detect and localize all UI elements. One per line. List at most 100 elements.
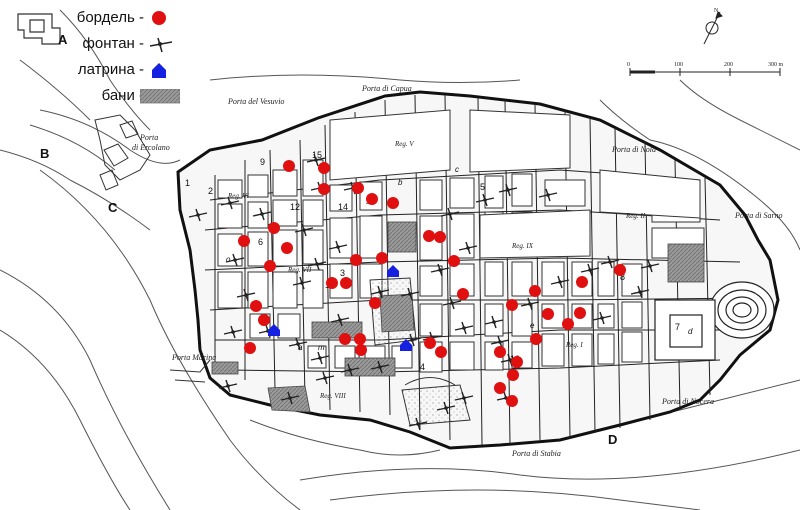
fountain-icon bbox=[550, 275, 570, 289]
fountain-icon bbox=[340, 363, 360, 377]
fountain-icon bbox=[294, 223, 314, 237]
red-dot-icon bbox=[529, 285, 541, 297]
compass-north-label: N bbox=[714, 8, 719, 14]
fountain-markers bbox=[188, 153, 660, 431]
fountain-icon bbox=[520, 297, 540, 311]
region-label-ix: Reg. IX bbox=[511, 242, 534, 250]
insula-number: 14 bbox=[338, 202, 348, 212]
area-letter-d: D bbox=[608, 432, 617, 447]
region-label-viii: Reg. VIII bbox=[319, 392, 346, 400]
baths-areas bbox=[211, 221, 705, 413]
red-dot-icon bbox=[326, 277, 338, 289]
red-dot-icon bbox=[244, 342, 256, 354]
fountain-icon bbox=[370, 360, 390, 374]
red-dot-icon bbox=[448, 255, 460, 267]
red-dot-icon bbox=[494, 382, 506, 394]
fountain-icon bbox=[149, 37, 173, 53]
gate-label-vesuvio: Porta del Vesuvio bbox=[227, 97, 284, 106]
blue-house-icon bbox=[268, 324, 280, 336]
scale-tick-100: 100 bbox=[674, 62, 683, 68]
insula-letter: d bbox=[688, 327, 693, 336]
red-dot-icon bbox=[152, 11, 166, 25]
red-dot-icon bbox=[576, 276, 588, 288]
fountain-icon bbox=[306, 153, 326, 167]
open-region-areas bbox=[329, 109, 701, 259]
red-dot-icon bbox=[268, 222, 280, 234]
fountain-icon bbox=[458, 241, 478, 255]
red-dot-icon bbox=[562, 318, 574, 330]
gate-label-marina: Porta Marina bbox=[171, 353, 216, 362]
legend-label-fountain: фонтан - bbox=[82, 35, 144, 52]
fountain-icon bbox=[280, 391, 300, 405]
insula-letter: b bbox=[398, 178, 403, 187]
red-dot-icon bbox=[506, 299, 518, 311]
fountain-icon bbox=[288, 337, 308, 351]
region-label-vii: Reg. VII bbox=[287, 266, 312, 274]
fountain-icon bbox=[370, 285, 390, 299]
fountain-icon bbox=[640, 259, 660, 273]
fountain-icon bbox=[475, 193, 495, 207]
red-dot-icon bbox=[434, 231, 446, 243]
fountain-icon bbox=[223, 325, 243, 339]
red-dot-icon bbox=[435, 346, 447, 358]
red-dot-icon bbox=[352, 182, 364, 194]
fountain-icon bbox=[538, 188, 558, 202]
region-label-v: Reg. V bbox=[394, 140, 414, 148]
red-dot-icon bbox=[283, 160, 295, 172]
gate-label-ercolano-line2: di Ercolano bbox=[132, 143, 170, 152]
legend-row-fountain: фонтан - bbox=[66, 34, 196, 54]
area-a-building bbox=[17, 13, 61, 45]
scale-tick-200: 200 bbox=[724, 62, 733, 68]
legend-label-baths: бани - bbox=[101, 87, 144, 104]
fountain-icon bbox=[484, 315, 504, 329]
area-letter-c: C bbox=[108, 200, 118, 215]
area-letter-b: B bbox=[40, 146, 49, 161]
insula-number: 9 bbox=[260, 157, 265, 167]
red-dot-icon bbox=[250, 300, 262, 312]
red-dot-icon bbox=[507, 369, 519, 381]
red-dot-icon bbox=[350, 254, 362, 266]
insula-number: 2 bbox=[208, 186, 213, 196]
fountain-icon bbox=[307, 257, 327, 271]
latrine-markers bbox=[268, 265, 412, 351]
fountain-icon bbox=[330, 313, 350, 327]
region-label-vi: Reg. VI bbox=[227, 192, 250, 200]
fountain-icon bbox=[490, 335, 510, 349]
legend-row-latrine: латрина - bbox=[66, 60, 196, 80]
red-dot-icon bbox=[354, 333, 366, 345]
blue-house-icon bbox=[152, 63, 166, 78]
scale-tick-300: 300 m bbox=[768, 62, 784, 68]
red-dot-icon bbox=[457, 288, 469, 300]
red-dot-icon bbox=[387, 197, 399, 209]
fountain-icon bbox=[236, 288, 256, 302]
insula-letter: c bbox=[455, 165, 459, 174]
fountain-icon bbox=[442, 296, 462, 310]
fountain-icon bbox=[328, 240, 348, 254]
insula-number: 8 bbox=[620, 272, 625, 282]
red-dot-icon bbox=[574, 307, 586, 319]
area-letter-a: A bbox=[58, 32, 68, 47]
fountain-icon bbox=[454, 391, 474, 405]
gate-label-nocera: Porta di Nocera bbox=[661, 397, 714, 406]
insula-number: 5 bbox=[480, 182, 485, 192]
fountain-icon bbox=[454, 321, 474, 335]
legend-row-baths: бани - bbox=[66, 86, 196, 106]
red-dot-icon bbox=[318, 183, 330, 195]
red-dot-icon bbox=[340, 277, 352, 289]
insula-letter: a bbox=[298, 343, 303, 352]
insula-letter: m bbox=[318, 343, 325, 352]
insula-number: 4 bbox=[420, 362, 425, 372]
fountain-icon bbox=[630, 285, 650, 299]
fountain-icon bbox=[430, 263, 450, 277]
insula-number: 12 bbox=[290, 202, 300, 212]
fountain-icon bbox=[400, 287, 420, 301]
legend-label-latrine: латрина - bbox=[77, 61, 144, 78]
red-dot-icon bbox=[494, 346, 506, 358]
fountain-icon bbox=[252, 207, 272, 221]
red-dot-icon bbox=[318, 162, 330, 174]
insula-number: 3 bbox=[340, 268, 345, 278]
insula-number: 7 bbox=[675, 322, 680, 332]
legend-row-brothel: бордель - bbox=[66, 8, 196, 28]
red-dot-icon bbox=[376, 252, 388, 264]
